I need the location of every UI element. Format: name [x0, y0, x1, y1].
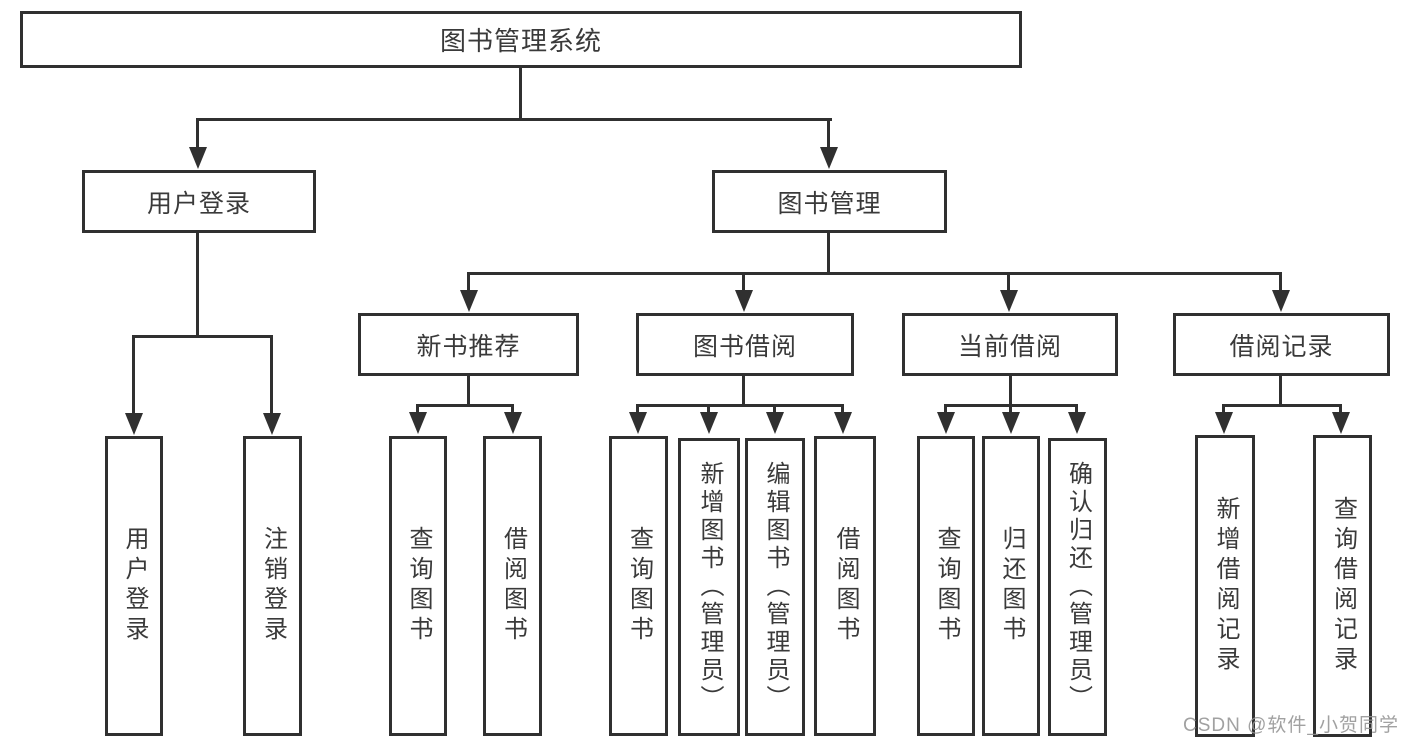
leaf-confirm-return-admin-label: 确认归还（管理员） — [1064, 461, 1092, 713]
arrow-down-icon — [735, 290, 753, 312]
connector-root-bar — [196, 118, 832, 121]
node-user-login-label: 用户登录 — [146, 189, 251, 218]
connector-userlogin-stem — [196, 233, 199, 337]
connector-groupB-drop1 — [636, 404, 639, 414]
leaf-return-book-label: 归还图书 — [998, 526, 1025, 646]
connector-groupA-bar — [416, 404, 514, 407]
connector-bookmgmt-stem — [827, 233, 830, 274]
arrow-down-icon — [1332, 412, 1350, 434]
leaf-user-login-label: 用户登录 — [121, 526, 148, 646]
connector-groupB-stem — [742, 376, 745, 406]
arrow-down-icon — [1002, 412, 1020, 434]
connector-drop-logout-leaf — [270, 335, 273, 413]
leaf-borrow-book-b-label: 借阅图书 — [832, 526, 859, 646]
leaf-edit-book-admin: 编辑图书（管理员） — [745, 438, 805, 736]
connector-drop-book-mgmt — [827, 118, 830, 148]
leaf-query-borrow-record: 查询借阅记录 — [1313, 435, 1372, 737]
node-book-borrow: 图书借阅 — [636, 313, 854, 376]
connector-drop-new-rec — [467, 272, 470, 290]
connector-drop-login-leaf — [132, 335, 135, 413]
connector-groupD-stem — [1279, 376, 1282, 406]
arrow-down-icon — [700, 412, 718, 434]
node-borrow-records-label: 借阅记录 — [1229, 332, 1334, 361]
connector-groupA-stem — [467, 376, 470, 406]
node-current-borrow-label: 当前借阅 — [957, 332, 1062, 361]
leaf-borrow-book-a: 借阅图书 — [483, 436, 542, 736]
leaf-add-borrow-record-label: 新增借阅记录 — [1212, 496, 1239, 676]
connector-groupB-drop2 — [707, 404, 710, 414]
node-root-label: 图书管理系统 — [439, 26, 602, 56]
connector-groupB-drop3 — [773, 404, 776, 414]
leaf-add-borrow-record: 新增借阅记录 — [1195, 435, 1255, 737]
arrow-down-icon — [189, 147, 207, 169]
leaf-query-borrow-record-label: 查询借阅记录 — [1329, 496, 1357, 676]
arrow-down-icon — [1068, 412, 1086, 434]
leaf-confirm-return-admin: 确认归还（管理员） — [1048, 438, 1107, 736]
leaf-logout: 注销登录 — [243, 436, 302, 736]
connector-drop-current — [1007, 272, 1010, 290]
node-current-borrow: 当前借阅 — [902, 313, 1118, 376]
connector-groupB-bar — [636, 404, 844, 407]
node-book-management-label: 图书管理 — [777, 189, 882, 218]
connector-groupC-drop2 — [1009, 404, 1012, 414]
connector-groupC-stem — [1009, 376, 1012, 406]
leaf-return-book: 归还图书 — [982, 436, 1040, 736]
leaf-query-book-b: 查询图书 — [609, 436, 668, 736]
csdn-watermark: CSDN @软件_小贺同学 — [1183, 715, 1399, 736]
connector-drop-records — [1279, 272, 1282, 290]
connector-root-stem — [519, 68, 522, 120]
connector-groupB-drop4 — [841, 404, 844, 414]
node-new-book-recommend: 新书推荐 — [358, 313, 579, 376]
arrow-down-icon — [1215, 412, 1233, 434]
arrow-down-icon — [460, 290, 478, 312]
arrow-down-icon — [504, 412, 522, 434]
node-book-management: 图书管理 — [712, 170, 947, 233]
connector-groupD-drop1 — [1222, 404, 1225, 414]
arrow-down-icon — [629, 412, 647, 434]
connector-groupA-drop1 — [416, 404, 419, 414]
arrow-down-icon — [125, 413, 143, 435]
connector-userlogin-bar — [132, 335, 273, 338]
node-root: 图书管理系统 — [20, 11, 1022, 68]
arrow-down-icon — [937, 412, 955, 434]
node-borrow-records: 借阅记录 — [1173, 313, 1390, 376]
arrow-down-icon — [1000, 290, 1018, 312]
leaf-logout-label: 注销登录 — [259, 526, 287, 646]
leaf-query-book-a-label: 查询图书 — [405, 526, 432, 646]
leaf-query-book-a: 查询图书 — [389, 436, 447, 736]
leaf-query-book-b-label: 查询图书 — [625, 526, 653, 646]
leaf-add-book-admin: 新增图书（管理员） — [678, 438, 740, 736]
leaf-borrow-book-a-label: 借阅图书 — [499, 526, 527, 646]
connector-groupC-drop3 — [1075, 404, 1078, 414]
connector-groupD-bar — [1222, 404, 1342, 407]
leaf-add-book-admin-label: 新增图书（管理员） — [696, 461, 723, 713]
arrow-down-icon — [820, 147, 838, 169]
leaf-query-book-c: 查询图书 — [917, 436, 975, 736]
leaf-user-login: 用户登录 — [105, 436, 163, 736]
connector-groupA-drop2 — [511, 404, 514, 414]
node-new-book-recommend-label: 新书推荐 — [416, 332, 521, 361]
leaf-query-book-c-label: 查询图书 — [933, 526, 960, 646]
leaf-borrow-book-b: 借阅图书 — [814, 436, 876, 736]
arrow-down-icon — [409, 412, 427, 434]
connector-groupD-drop2 — [1339, 404, 1342, 414]
arrow-down-icon — [834, 412, 852, 434]
arrow-down-icon — [1272, 290, 1290, 312]
connector-groupC-drop1 — [944, 404, 947, 414]
arrow-down-icon — [766, 412, 784, 434]
leaf-edit-book-admin-label: 编辑图书（管理员） — [762, 461, 789, 713]
connector-drop-user-login — [196, 118, 199, 148]
node-book-borrow-label: 图书借阅 — [692, 332, 797, 361]
arrow-down-icon — [263, 413, 281, 435]
node-user-login: 用户登录 — [82, 170, 316, 233]
connector-bookmgmt-bar — [467, 272, 1281, 275]
connector-drop-borrow — [742, 272, 745, 290]
